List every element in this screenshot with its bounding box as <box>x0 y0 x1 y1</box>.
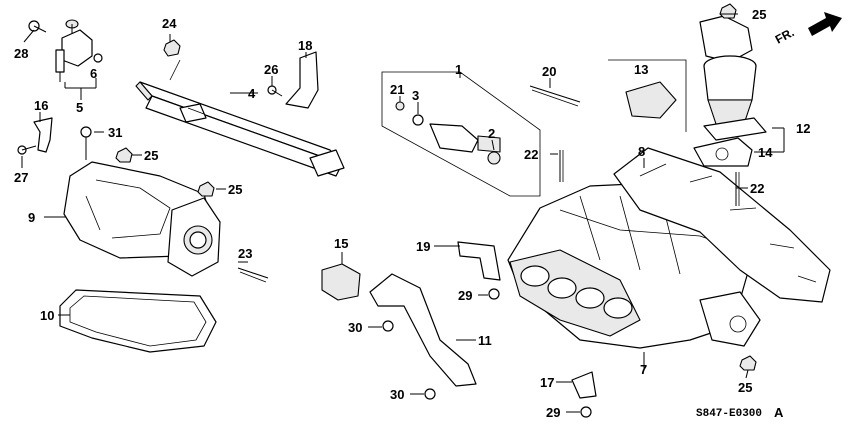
label-29-a: 29 <box>458 288 472 303</box>
bolt-30-upper <box>382 320 394 332</box>
label-23: 23 <box>238 246 252 261</box>
nut-25-egr <box>719 3 737 19</box>
nut-25-cover-b <box>197 181 215 197</box>
label-25-d: 25 <box>738 380 752 395</box>
label-28: 28 <box>14 46 28 61</box>
label-16: 16 <box>34 98 48 113</box>
label-25-a: 25 <box>144 148 158 163</box>
bolt-29-lower <box>580 406 592 418</box>
label-26: 26 <box>264 62 278 77</box>
label-25-c: 25 <box>752 7 766 22</box>
stud-22-left <box>559 150 564 182</box>
diagram-code: S847-E0300 <box>696 408 762 420</box>
gasket-10 <box>59 289 217 353</box>
stud-20 <box>529 85 581 107</box>
nut-25-manifold <box>739 355 757 371</box>
label-17: 17 <box>540 375 554 390</box>
label-27: 27 <box>14 170 28 185</box>
label-9: 9 <box>28 210 35 225</box>
fuel-pressure-regulator <box>55 19 103 82</box>
label-22-b: 22 <box>750 181 764 196</box>
label-24: 24 <box>162 16 177 31</box>
sensor-cover <box>608 59 687 132</box>
front-arrow-icon <box>808 12 842 36</box>
label-25-b: 25 <box>228 182 242 197</box>
label-1: 1 <box>455 62 462 77</box>
part-labels: 28 6 5 16 31 27 25 25 9 23 10 24 26 4 18… <box>14 7 810 420</box>
label-4: 4 <box>248 86 256 101</box>
label-31: 31 <box>108 125 122 140</box>
bolt-27 <box>17 145 37 155</box>
stud-22-right <box>735 172 740 206</box>
diagram-suffix: A <box>774 405 784 420</box>
injector-group <box>381 71 541 197</box>
label-15: 15 <box>334 236 348 251</box>
label-8: 8 <box>638 144 645 159</box>
label-13: 13 <box>634 62 648 77</box>
bolt-29-upper <box>488 288 500 300</box>
bolt-26 <box>267 85 283 97</box>
bracket-16 <box>33 117 53 153</box>
bolt-31 <box>80 126 92 160</box>
bolt-30-lower <box>424 388 436 400</box>
label-12: 12 <box>796 121 810 136</box>
bracket-15 <box>321 263 361 301</box>
throttle-body <box>167 197 221 277</box>
label-19: 19 <box>416 239 430 254</box>
label-7: 7 <box>640 362 647 377</box>
leader-lines <box>21 13 785 413</box>
label-6: 6 <box>90 66 97 81</box>
label-2: 2 <box>488 126 495 141</box>
label-22-a: 22 <box>524 147 538 162</box>
gasket-14 <box>693 137 753 167</box>
label-21: 21 <box>390 82 404 97</box>
fuel-rail <box>135 59 345 177</box>
label-3: 3 <box>412 88 419 103</box>
label-30-a: 30 <box>348 320 362 335</box>
label-20: 20 <box>542 64 556 79</box>
label-10: 10 <box>40 308 54 323</box>
label-5: 5 <box>76 100 83 115</box>
label-30-b: 30 <box>390 387 404 402</box>
label-18: 18 <box>298 38 312 53</box>
bracket-17 <box>571 371 597 399</box>
label-11: 11 <box>478 333 492 348</box>
bracket-19 <box>457 241 501 281</box>
egr-valve <box>699 15 767 141</box>
front-direction-label: FR. <box>773 25 797 46</box>
gasket-8 <box>613 147 831 303</box>
bolt-28 <box>28 20 47 33</box>
nut-24 <box>163 39 181 57</box>
label-29-b: 29 <box>546 405 560 420</box>
stud-23 <box>237 267 269 283</box>
stay-11 <box>369 273 477 387</box>
bracket-18 <box>285 51 319 109</box>
nut-25-cover-a <box>115 147 133 163</box>
label-14: 14 <box>758 145 773 160</box>
